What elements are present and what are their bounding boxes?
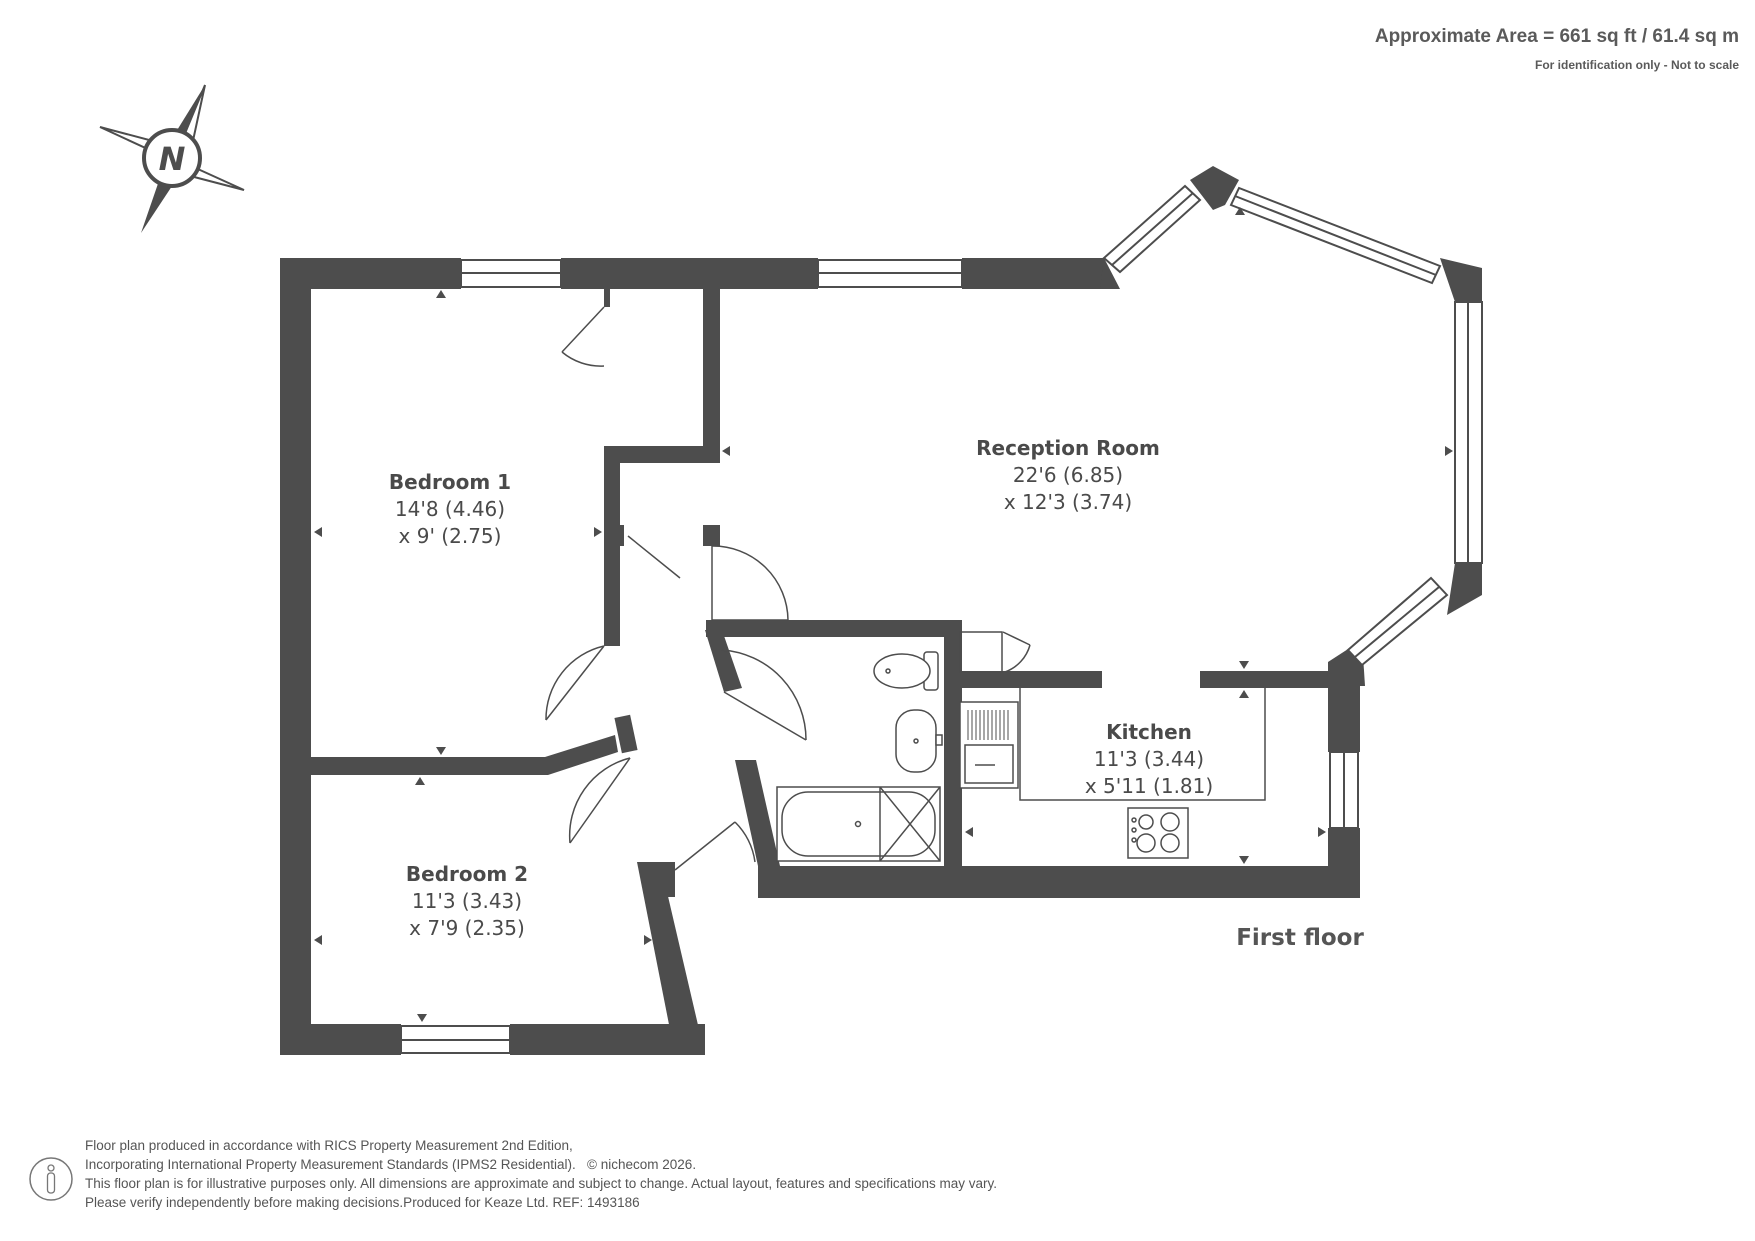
footer-line4: Please verify independently before makin… [85, 1195, 640, 1210]
footer: Floor plan produced in accordance with R… [85, 1136, 997, 1212]
floor-label: First floor [1236, 925, 1364, 951]
copyright-year: 2026. [662, 1157, 697, 1172]
room-dim2-reception: x 12'3 (3.74) [1004, 490, 1132, 514]
dimension-markers [314, 207, 1453, 1022]
doors [545, 306, 1031, 871]
footer-line2-row: Incorporating International Property Mea… [85, 1155, 997, 1174]
toilet-icon [873, 653, 931, 689]
person-scale-icon [29, 1157, 73, 1201]
room-dim1-reception: 22'6 (6.85) [1013, 463, 1123, 487]
footer-line2: Incorporating International Property Mea… [85, 1157, 576, 1172]
footer-line1: Floor plan produced in accordance with R… [85, 1138, 573, 1153]
bathroom-fixtures [776, 651, 943, 862]
room-name-bedroom2: Bedroom 2 [406, 862, 528, 886]
room-name-reception: Reception Room [976, 436, 1160, 460]
room-dim1-bedroom2: 11'3 (3.43) [412, 889, 522, 913]
north-compass-icon: N [99, 84, 245, 233]
walls [280, 166, 1482, 1055]
room-dim1-bedroom1: 14'8 (4.46) [395, 497, 505, 521]
room-name-bedroom1: Bedroom 1 [389, 470, 511, 494]
brand-logo: nichecom [600, 1157, 659, 1172]
copyright-symbol: © [587, 1157, 597, 1172]
hob-icon [1127, 807, 1189, 859]
compass-letter: N [159, 140, 186, 178]
scale-disclaimer: For identification only - Not to scale [1534, 58, 1739, 72]
room-dim2-kitchen: x 5'11 (1.81) [1085, 774, 1213, 798]
room-dim2-bedroom2: x 7'9 (2.35) [409, 916, 525, 940]
kitchen-fixtures [959, 688, 1266, 859]
footer-line3: This floor plan is for illustrative purp… [85, 1176, 997, 1191]
room-dim1-kitchen: 11'3 (3.44) [1094, 747, 1204, 771]
windows [400, 184, 1483, 1054]
room-name-kitchen: Kitchen [1106, 720, 1192, 744]
approximate-area: Approximate Area = 661 sq ft / 61.4 sq m [1374, 26, 1739, 47]
room-dim2-bedroom1: x 9' (2.75) [399, 524, 502, 548]
